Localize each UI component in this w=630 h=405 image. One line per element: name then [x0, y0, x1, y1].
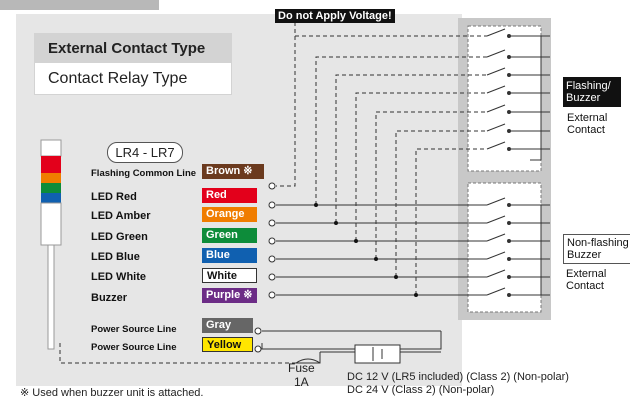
relay-switch-arm — [486, 233, 506, 242]
warning-banner: Do not Apply Voltage! — [275, 9, 395, 23]
relay-switch-arm — [486, 28, 506, 37]
relay-switch-arm — [486, 287, 506, 296]
contact-relay-type-value: Contact Relay Type — [34, 62, 232, 95]
wire-label-led-red: LED Red — [91, 191, 137, 203]
wire-color-brown: Brown ※ — [202, 164, 264, 179]
fuse-rating: 1A — [294, 375, 309, 389]
relay-switch-arm — [486, 251, 506, 260]
wire-label-led-white: LED White — [91, 271, 146, 283]
model-label: LR4 - LR7 — [107, 142, 183, 163]
wire-color-yellow: Yellow — [202, 337, 253, 352]
fuse-text: Fuse — [288, 361, 315, 375]
footnote: ※ Used when buzzer unit is attached. — [20, 387, 204, 399]
relay-switch-arm — [486, 104, 506, 113]
dc-voltage-notes: DC 12 V (LR5 included) (Class 2) (Non-po… — [347, 371, 569, 397]
relay-switch-arm — [486, 49, 506, 58]
nonflashing-external-contact: External Contact — [566, 268, 607, 292]
wire-color-white: White — [202, 268, 257, 283]
wire-color-red: Red — [202, 188, 257, 203]
external-contact-type-heading: External Contact Type — [34, 33, 232, 62]
relay-switch-arm — [486, 197, 506, 206]
wire-color-gray: Gray — [202, 318, 253, 333]
signal-tower-icon — [40, 139, 62, 350]
dc-line-1: DC 12 V (LR5 included) (Class 2) (Non-po… — [347, 371, 569, 383]
flashing-lines — [276, 22, 487, 295]
relay-switch-arm — [486, 123, 506, 132]
fuse-icon — [295, 358, 321, 364]
relay-switch-arm — [486, 85, 506, 94]
nonflashing-relay-area — [467, 182, 542, 313]
fuse-label: Fuse 1A — [288, 361, 315, 389]
nonflashing-lines — [261, 35, 550, 364]
relay-switch-arm — [486, 141, 506, 150]
wire-label-led-green: LED Green — [91, 231, 148, 243]
relay-switch-arm — [486, 67, 506, 76]
header-strip — [0, 0, 159, 10]
wire-label-power-source-2: Power Source Line — [91, 342, 177, 353]
wire-color-green: Green — [202, 228, 257, 243]
wire-color-blue: Blue — [202, 248, 257, 263]
wire-label-led-blue: LED Blue — [91, 251, 140, 263]
wire-label-flashing-common: Flashing Common Line — [91, 168, 197, 179]
flashing-buzzer-title: Flashing/ Buzzer — [563, 77, 621, 107]
wire-label-power-source-1: Power Source Line — [91, 324, 177, 335]
relay-switches — [486, 28, 530, 297]
relay-switch-arm — [486, 215, 506, 224]
dc-line-2: DC 24 V (Class 2) (Non-polar) — [347, 384, 495, 396]
junction-dots — [314, 203, 418, 297]
wire-color-orange: Orange — [202, 207, 257, 222]
nonflashing-buzzer-title: Non-flashing Buzzer — [563, 234, 630, 264]
wire-label-buzzer: Buzzer — [91, 292, 128, 304]
connector-terminals — [254, 182, 276, 353]
flashing-external-contact: External Contact — [567, 112, 608, 136]
wire-color-purple: Purple ※ — [202, 288, 257, 303]
power-supply-icon — [354, 344, 401, 364]
relay-switch-arm — [486, 269, 506, 278]
wire-label-led-amber: LED Amber — [91, 210, 151, 222]
